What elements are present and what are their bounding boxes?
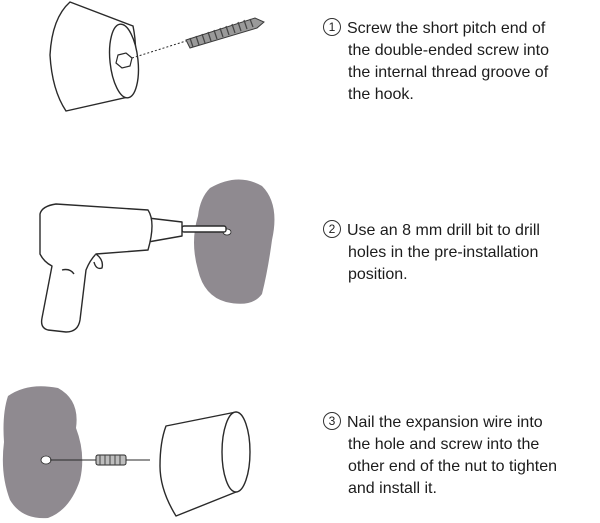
step-1-line-2: the double-ended screw into [348, 42, 550, 59]
expansion-anchor-icon [95, 454, 127, 466]
step-number: 2 [323, 220, 341, 238]
drill-icon [39, 203, 227, 333]
hook-and-screw-illustration [49, 1, 265, 112]
step-3-line-2: the hole and screw into the [348, 436, 540, 453]
hook-icon [49, 1, 140, 112]
drill-and-wall-illustration [39, 179, 275, 333]
step-number: 3 [323, 412, 341, 430]
step-3: 3 Nail the expansion wire into the hole a… [0, 370, 600, 523]
step-3-line-3: other end of the nut to tighten [348, 458, 558, 475]
step-2-line-3: position. [348, 266, 408, 283]
guide-line [131, 40, 187, 59]
step-1-line-4: the hook. [348, 86, 414, 103]
step-1-text: 1 Screw the short pitch end of the double… [323, 18, 593, 106]
double-ended-screw-icon [185, 17, 265, 49]
wall-icon [194, 179, 275, 304]
wall-icon [2, 386, 83, 519]
step-2-line-2: holes in the pre-installation [348, 244, 539, 261]
hole-icon [40, 455, 52, 465]
step-2: 2 Use an 8 mm drill bit to drill holes in… [0, 170, 600, 350]
step-1: 1 Screw the short pitch end of the double… [0, 0, 600, 150]
hex-hole-icon [115, 52, 133, 69]
step-2-text: 2 Use an 8 mm drill bit to drill holes in… [323, 220, 593, 286]
step-2-line-1: Use an 8 mm drill bit to drill [347, 222, 540, 239]
step-number: 1 [323, 18, 341, 36]
step-3-text: 3 Nail the expansion wire into the hole a… [323, 412, 593, 500]
step-1-line-1: Screw the short pitch end of [347, 20, 546, 37]
step-3-line-1: Nail the expansion wire into [347, 414, 543, 431]
hook-icon [159, 411, 251, 517]
step-3-line-4: and install it. [348, 480, 437, 497]
step-1-line-3: the internal thread groove of [348, 64, 549, 81]
wall-anchor-hook-illustration [2, 386, 251, 519]
